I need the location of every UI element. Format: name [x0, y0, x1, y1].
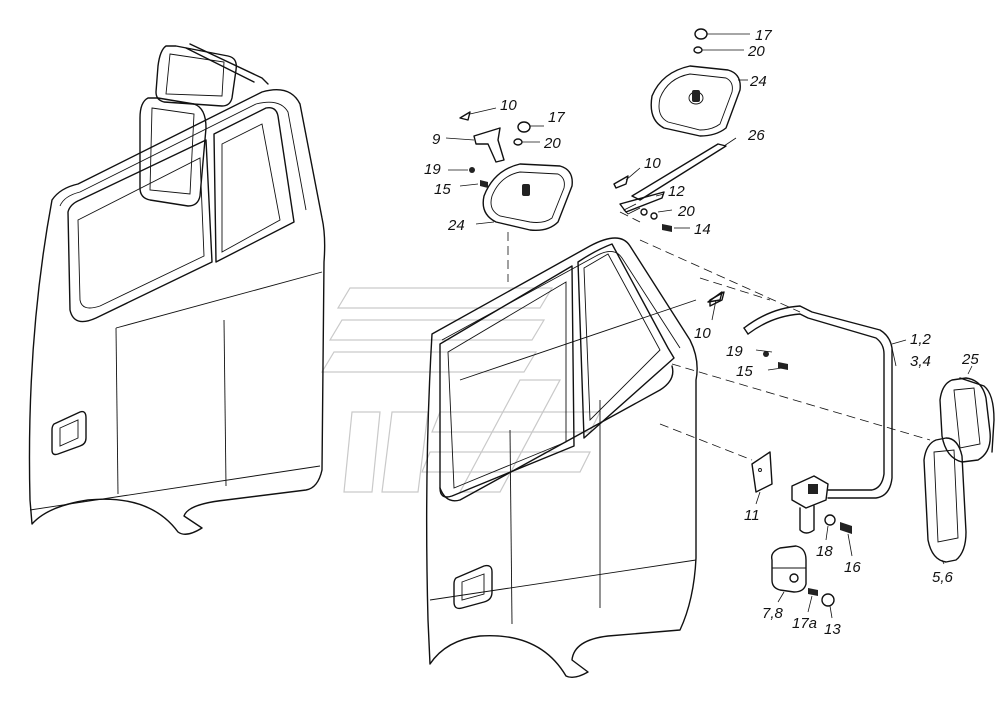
callout-17a: 17a: [792, 615, 817, 632]
mirror-5-6: [923, 437, 967, 563]
washer-19-a: [469, 167, 475, 173]
callout-24-left: 24: [447, 217, 465, 234]
callout-10-b: 10: [644, 155, 661, 172]
callout-7-8: 7,8: [762, 605, 784, 622]
callout-14: 14: [694, 221, 711, 238]
callout-15-b: 15: [736, 363, 753, 380]
callout-12: 12: [668, 183, 685, 200]
clamp-assembly: [791, 475, 829, 534]
callout-26: 26: [747, 127, 765, 144]
callout-9: 9: [432, 131, 441, 148]
cover-7-8: [770, 545, 807, 593]
callout-20-b: 20: [677, 203, 695, 220]
callout-17-mid: 17: [548, 109, 565, 126]
bracket-9: [473, 127, 505, 163]
explode-lines: [507, 211, 931, 461]
screw-14: [662, 224, 672, 232]
right-door: [425, 237, 725, 679]
callout-20-mid: 20: [543, 135, 561, 152]
washer-19-b: [763, 351, 769, 357]
mirror-arm: [743, 305, 893, 499]
callout-19-b: 19: [726, 343, 743, 360]
screw-15-a: [480, 180, 488, 188]
callout-10-a: 10: [500, 97, 517, 114]
callout-15-a: 15: [434, 181, 451, 198]
callout-17-top: 17: [755, 27, 772, 44]
clip-10-b: [613, 175, 629, 189]
callout-1-2: 1,2: [910, 331, 932, 348]
washer-20-top: [693, 46, 703, 54]
callout-18: 18: [816, 543, 833, 560]
callout-24-top: 24: [749, 73, 767, 90]
clip-10-a: [459, 111, 471, 121]
cap-17-mid: [517, 121, 531, 133]
callout-3-4: 3,4: [910, 353, 931, 370]
mirror-cover-24-left: [482, 163, 573, 232]
callout-16: 16: [844, 559, 861, 576]
clip-10-c: [707, 291, 723, 303]
callout-20-top: 20: [747, 43, 765, 60]
washer-20-mid: [513, 138, 523, 146]
screw-15-b: [778, 362, 788, 370]
plate-11: [751, 451, 773, 493]
callout-11: 11: [744, 507, 760, 524]
screw-17a: [808, 588, 818, 596]
mirror-cover-24-top: [650, 65, 741, 137]
leader-lines: [445, 33, 973, 619]
cap-17-top: [694, 28, 708, 40]
bar-26: [623, 143, 727, 215]
callout-10-c: 10: [694, 325, 711, 342]
screw-16: [840, 522, 852, 534]
mirror-25: [939, 377, 995, 463]
bracket-12: [619, 191, 665, 213]
callout-13: 13: [824, 621, 841, 638]
callout-labels: 17 20 24 26 10 17 9 20 19 15 24 10 12 20…: [424, 27, 979, 638]
left-door-assembly: [28, 43, 326, 535]
callout-25: 25: [961, 351, 979, 368]
washer-20-b: [640, 208, 658, 220]
callout-19-a: 19: [424, 161, 441, 178]
callout-5-6: 5,6: [932, 569, 954, 586]
cap-13: [821, 593, 835, 607]
washer-18: [824, 514, 836, 526]
